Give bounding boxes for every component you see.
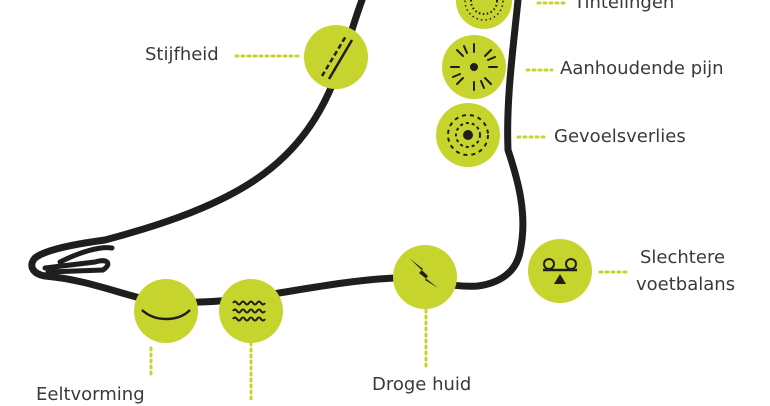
label-gevoelsverlies: Gevoelsverlies — [554, 126, 686, 147]
balance-icon — [528, 239, 592, 303]
connector-lines — [149, 1, 630, 400]
label-voetbalans: voetbalans — [636, 274, 736, 295]
persistent-pain-icon — [442, 35, 506, 99]
label-slechtere: Slechtere — [640, 247, 726, 268]
label-eeltvorming: Eeltvorming — [36, 384, 145, 405]
label-stijfheid: Stijfheid — [145, 44, 219, 65]
stiffness-icon — [304, 25, 368, 89]
label-droge-huid: Droge huid — [372, 374, 472, 395]
wavy-lines-icon — [219, 279, 283, 343]
dry-skin-icon — [393, 245, 457, 309]
tingling-icon — [456, 0, 512, 29]
label-aanhoudende-pijn: Aanhoudende pijn — [560, 58, 724, 79]
label-tintelingen: Tintelingen — [574, 0, 675, 13]
toe-lines — [42, 245, 115, 275]
callus-icon — [134, 279, 198, 343]
sensation-loss-icon — [436, 103, 500, 167]
